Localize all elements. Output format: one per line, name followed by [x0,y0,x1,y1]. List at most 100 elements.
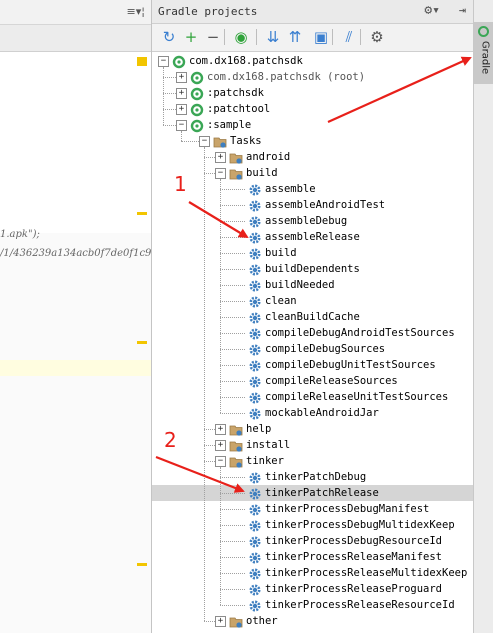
task-row[interactable]: tinkerProcessReleaseProguard [152,581,474,597]
task-group-row[interactable]: + android [152,149,474,165]
collapse-toggle[interactable]: − [215,456,226,467]
tree-connector [204,621,215,622]
execute-task-button[interactable]: ◉ [234,28,248,46]
warning-marker[interactable] [137,57,147,66]
task-row[interactable]: buildNeeded [152,277,474,293]
refresh-all-button[interactable]: ↻ [162,28,176,46]
task-row[interactable]: tinkerProcessReleaseResourceId [152,597,474,613]
gradle-settings-button[interactable]: ⚙ [370,28,384,46]
project-row[interactable]: +:patchtool [152,101,474,117]
tree-item-label: assembleDebug [265,215,348,227]
tree-connector [220,333,245,334]
tree-item-label: tinkerPatchRelease [265,487,379,499]
task-group-row[interactable]: +help [152,421,474,437]
task-row[interactable]: assembleDebug [152,213,474,229]
gear-icon[interactable]: ⚙▾ [424,3,440,18]
task-row[interactable]: buildDependents [152,261,474,277]
task-row[interactable]: tinkerProcessReleaseManifest [152,549,474,565]
task-row[interactable]: compileDebugSources [152,341,474,357]
gradle-icon [478,26,489,37]
task-row[interactable]: assembleRelease [152,229,474,245]
tree-connector [220,349,245,350]
expand-toggle[interactable]: + [215,152,226,163]
warning-marker[interactable] [137,212,147,215]
toolbar-separator [256,29,257,45]
project-row[interactable]: −:sample [152,117,474,133]
project-row[interactable]: +com.dx168.patchsdk (root) [152,69,474,85]
tree-item-label: build [265,247,297,259]
task-row[interactable]: tinkerPatchDebug [152,469,474,485]
tree-connector [220,541,245,542]
task-row[interactable]: assembleAndroidTest [152,197,474,213]
task-row[interactable]: clean [152,293,474,309]
expand-toggle[interactable]: + [215,440,226,451]
collapse-toggle[interactable]: − [199,136,210,147]
collapse-toggle[interactable]: − [215,168,226,179]
expand-all-button[interactable]: ⇊ [266,28,280,46]
tree-item-label: buildNeeded [265,279,335,291]
tree-item-label: tinkerProcessDebugMultidexKeep [265,519,455,531]
task-row[interactable]: mockableAndroidJar [152,405,474,421]
expand-toggle[interactable]: + [215,616,226,627]
expand-toggle[interactable]: + [176,88,187,99]
gradle-tool-window-tab[interactable]: Gradle [474,22,493,84]
code-line-1[interactable]: 1.apk"); [0,229,40,240]
tree-connector [220,557,245,558]
gradle-project-icon [190,102,204,117]
tree-item-label: tinker [246,455,284,467]
panel-title: Gradle projects [158,5,258,18]
remove-project-button[interactable]: − [206,28,220,46]
task-group-row[interactable]: −build [152,165,474,181]
task-row[interactable]: compileReleaseSources [152,373,474,389]
task-row[interactable]: tinkerProcessDebugMultidexKeep [152,517,474,533]
task-group-row[interactable]: − tinker [152,453,474,469]
task-row[interactable]: compileReleaseUnitTestSources [152,389,474,405]
collapse-toggle[interactable]: − [158,56,169,67]
tree-connector [163,77,176,78]
tree-connector [220,381,245,382]
task-row[interactable]: compileDebugAndroidTestSources [152,325,474,341]
task-row[interactable]: tinkerProcessDebugResourceId [152,533,474,549]
task-gear-icon [248,470,262,484]
toggle-offline-button[interactable]: ⫽ [345,28,353,46]
collapse-toggle[interactable]: − [176,120,187,131]
task-row[interactable]: assemble [152,181,474,197]
warning-marker[interactable] [137,563,147,566]
task-row[interactable]: build [152,245,474,261]
task-gear-icon [248,246,262,260]
add-project-button[interactable]: + [184,28,198,46]
editor-dropdown-control[interactable]: ≡▾¦ [126,5,145,18]
task-row[interactable]: tinkerProcessDebugManifest [152,501,474,517]
tree-connector [220,205,245,206]
expand-toggle[interactable]: + [176,104,187,115]
task-row[interactable]: compileDebugUnitTestSources [152,357,474,373]
tree-item-label: Tasks [230,135,262,147]
task-gear-icon [248,230,262,244]
editor-error-stripe[interactable] [137,0,151,633]
folder-icon [229,614,243,628]
task-row[interactable]: tinkerPatchRelease [152,485,474,501]
task-group-row[interactable]: +other [152,613,474,629]
tree-item-label: compileDebugAndroidTestSources [265,327,455,339]
project-row[interactable]: +:patchsdk [152,85,474,101]
task-group-row[interactable]: +install [152,437,474,453]
project-row[interactable]: −com.dx168.patchsdk [152,53,474,69]
collapse-all-button[interactable]: ⇈ [288,28,302,46]
editor-lower-area [0,233,151,633]
tree-item-label: android [246,151,291,163]
attach-project-button[interactable]: ▣ [313,28,329,46]
hide-panel-icon[interactable]: ⇥ [458,3,466,17]
toolbar-separator [224,29,225,45]
expand-toggle[interactable]: + [176,72,187,83]
expand-toggle[interactable]: + [215,424,226,435]
tree-connector [220,397,245,398]
task-row[interactable]: cleanBuildCache [152,309,474,325]
gradle-project-icon [190,118,204,133]
tree-connector [181,141,199,142]
task-row[interactable]: tinkerProcessReleaseMultidexKeep [152,565,474,581]
task-group-row[interactable]: − Tasks [152,133,474,149]
code-line-2[interactable]: /1/436239a134acb0f7de0f1c9 [0,248,151,259]
task-gear-icon [248,550,262,564]
task-gear-icon [248,390,262,404]
warning-marker[interactable] [137,341,147,344]
